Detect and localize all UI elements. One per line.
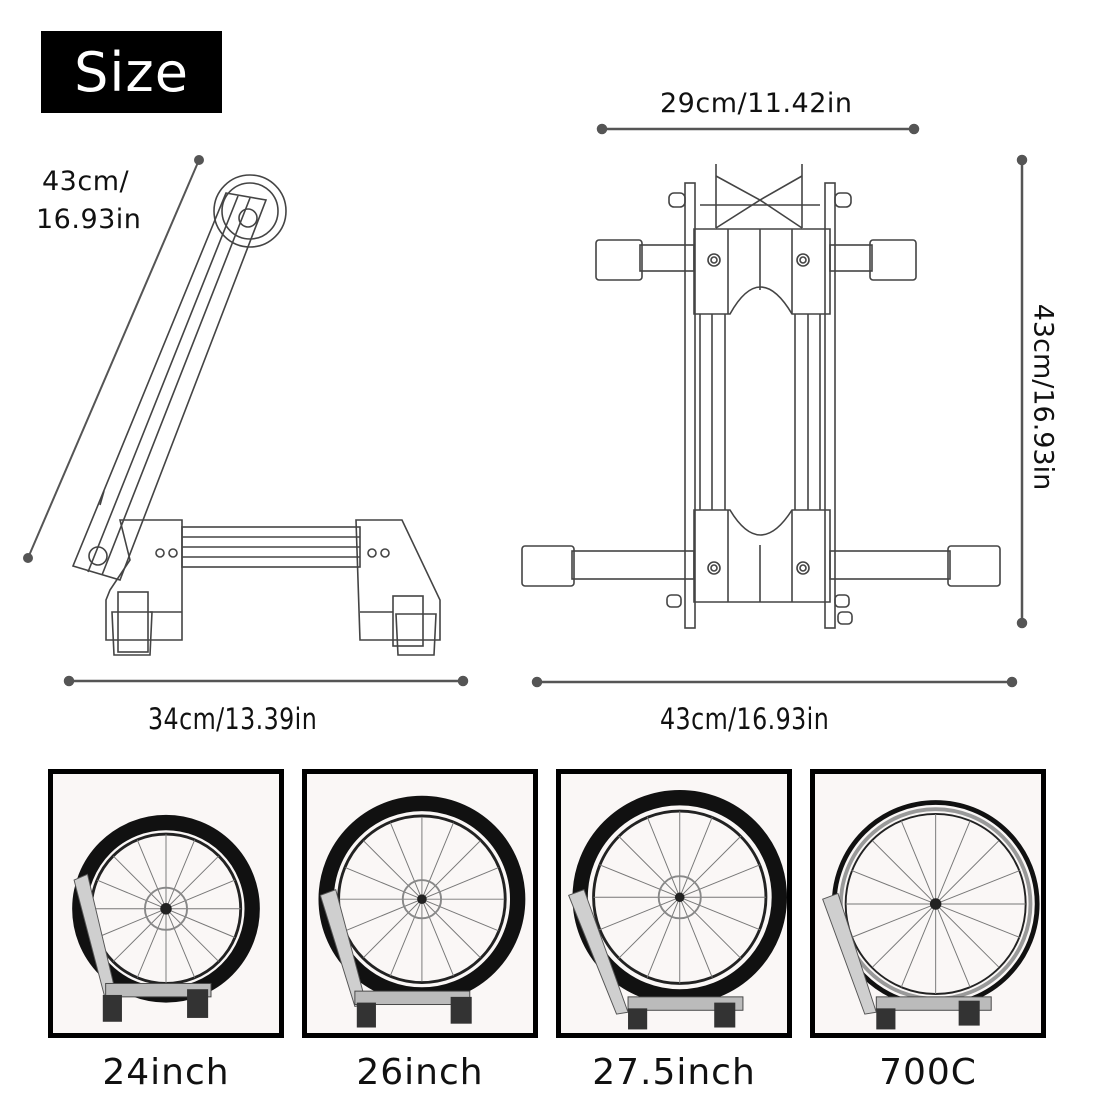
side-diagonal-label-in: 16.93in bbox=[36, 204, 142, 235]
wheel-size-label-700c: 700C bbox=[879, 1052, 977, 1093]
wheel-size-label-27-5inch: 27.5inch bbox=[592, 1052, 756, 1093]
wheel-size-label-24inch: 24inch bbox=[102, 1052, 230, 1093]
front-height-dimension-text: 43cm/16.93in bbox=[1027, 303, 1059, 491]
side-view-stand-drawing bbox=[71, 174, 441, 656]
wheel-27-5inch-icon bbox=[568, 790, 787, 1030]
side-diagonal-label-cm: 43cm/ bbox=[42, 166, 130, 197]
front-top-dimension-label: 29cm/11.42in bbox=[660, 88, 853, 119]
wheel-size-label-26inch: 26inch bbox=[356, 1052, 484, 1093]
size-title-badge: Size bbox=[41, 31, 222, 113]
front-height-dimension-line bbox=[1016, 154, 1028, 629]
front-view-stand-drawing bbox=[521, 164, 1001, 629]
side-diagonal-dimension-line bbox=[23, 155, 204, 563]
side-width-dimension-line bbox=[63, 675, 469, 687]
front-top-dimension-line bbox=[596, 123, 920, 135]
dimension-drawings bbox=[23, 123, 1028, 688]
wheel-photo-26inch bbox=[302, 769, 538, 1038]
wheel-26inch-icon bbox=[318, 795, 526, 1028]
wheel-photo-700c bbox=[810, 769, 1046, 1038]
front-width-dimension-label: 43cm/16.93in bbox=[660, 702, 830, 736]
wheel-700c-icon bbox=[822, 800, 1040, 1030]
front-width-dimension-line bbox=[531, 676, 1018, 688]
wheel-photo-27-5inch bbox=[556, 769, 792, 1038]
front-height-dimension-label: 43cm/16.93in bbox=[1027, 292, 1059, 502]
size-title: Size bbox=[74, 40, 189, 104]
wheel-photo-24inch bbox=[48, 769, 284, 1038]
wheel-24inch-icon bbox=[72, 814, 260, 1022]
side-width-dimension-label: 34cm/13.39in bbox=[148, 702, 318, 736]
